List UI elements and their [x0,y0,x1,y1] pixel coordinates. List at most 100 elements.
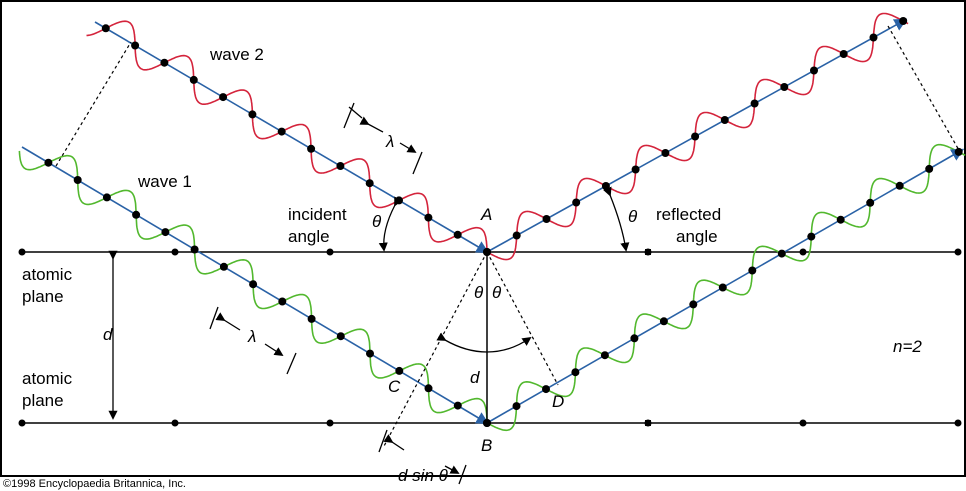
label-n: n=2 [893,337,922,356]
wave2-reflected-node [661,149,670,157]
wave1-reflected-node [512,402,521,411]
line-A-to-D [486,251,559,386]
wave1-incident-node [190,245,199,254]
wave2-incident-node [101,24,110,33]
wave1-incident-node [44,158,53,167]
lambda-marker-top [343,102,423,175]
wave2-incident-node [248,110,257,119]
wave2-reflected-node [899,17,908,25]
wave1-reflected-node [542,385,550,394]
wave1-incident-node [336,332,345,341]
wave2-incident-node [160,58,169,67]
lambda-marker-bottom [209,306,297,375]
atom-dot [171,419,179,427]
arc-incident-angle [378,196,403,252]
wave2-incident-node [424,213,433,222]
atom-dot [799,419,807,427]
wave1-incident-node [453,401,462,410]
arc-reflected-angle [603,186,630,252]
wave1-incident-node [161,228,170,237]
wave2-reflected-node [720,116,729,124]
figure-border [0,0,966,477]
wave2-incident-node [277,127,286,136]
wave2-incident-node [307,144,316,153]
atom-dot [18,248,26,256]
wave1-incident-node [102,193,111,202]
atom-dots-top [18,248,962,256]
wave2-reflected-node [572,198,581,207]
wave2-reflected-node [869,33,878,42]
arc-left-theta [436,332,488,353]
label-theta-left-center: θ [474,283,484,302]
wave2-reflected-node [750,99,759,108]
label-lambda-top: λ [385,132,394,151]
label-atomic-plane-top-1: atomic [22,265,73,284]
wave2-reflected-node [810,66,818,75]
wave1-incident-node [395,366,404,375]
wave1-reflected-node [659,317,668,326]
wave2-reflected-node [512,231,521,240]
atom-dot [645,249,651,255]
wave1-incident [18,146,491,427]
label-dsin-theta: d sin θ [398,466,449,485]
atom-dot [18,419,26,427]
label-wave-2: wave 2 [209,45,264,64]
label-reflected: reflected [656,205,721,224]
atom-dot [799,248,807,256]
wave1-reflected-node [954,147,963,156]
wave2-incident [86,20,491,256]
wave2-incident-ray [94,21,490,254]
wave1-reflected-node [571,368,580,377]
wave2-incident-wave [86,20,488,253]
wave2-incident-node [395,196,403,205]
label-point-B: B [481,436,492,455]
line-B-to-C [382,251,488,449]
atom-dot [954,419,962,427]
label-theta-right-center: θ [492,283,502,302]
wave1-incident-node [307,314,316,323]
wave2-reflected-node [839,50,848,58]
label-atomic-plane-top-2: plane [22,287,64,306]
atom-dot [171,248,179,256]
label-point-C: C [388,377,401,396]
dsin-marker [378,429,467,485]
wave1-reflected-node [866,198,875,207]
label-theta-incident: θ [372,212,382,231]
wave1-incident-node [424,384,433,393]
atom-dot [326,419,334,427]
wave1-reflected-node [836,215,845,224]
wave1-incident-node [278,297,287,306]
wave1-reflected-node [718,283,727,292]
label-reflected-angle: angle [676,227,718,246]
atom-dot [326,248,334,256]
label-lambda-bottom: λ [247,327,256,346]
wavefront-left [55,41,132,167]
wave2-reflected-node [780,83,789,91]
wave1-incident-node [73,176,82,184]
wave1-reflected-node [689,300,698,309]
wave1-reflected-node [748,266,757,275]
wave2-reflected-node [601,182,610,190]
wave1-reflected [483,143,966,432]
wavefront-right [887,25,961,153]
wave2-incident-node [453,230,462,239]
wave2-incident-node [189,75,198,84]
wave2-reflected-node [691,132,700,141]
label-incident: incident [288,205,347,224]
wave2-incident-node [219,93,228,102]
wave2-reflected-node [631,165,640,174]
wave1-incident-node [132,210,141,219]
atom-dot [954,248,962,256]
wave1-incident-node [249,280,258,289]
atom-dot [645,420,651,426]
label-wave-1: wave 1 [137,172,192,191]
wave1-reflected-node [630,334,639,343]
wave2-incident-node [336,162,345,170]
wave2-reflected [483,12,909,261]
copyright-notice: ©1998 Encyclopaedia Britannica, Inc. [3,478,186,490]
wave2-incident-node [365,179,374,188]
wave2-reflected-node [542,215,551,223]
wave1-reflected-node [895,181,904,190]
wave1-reflected-node [925,164,934,173]
